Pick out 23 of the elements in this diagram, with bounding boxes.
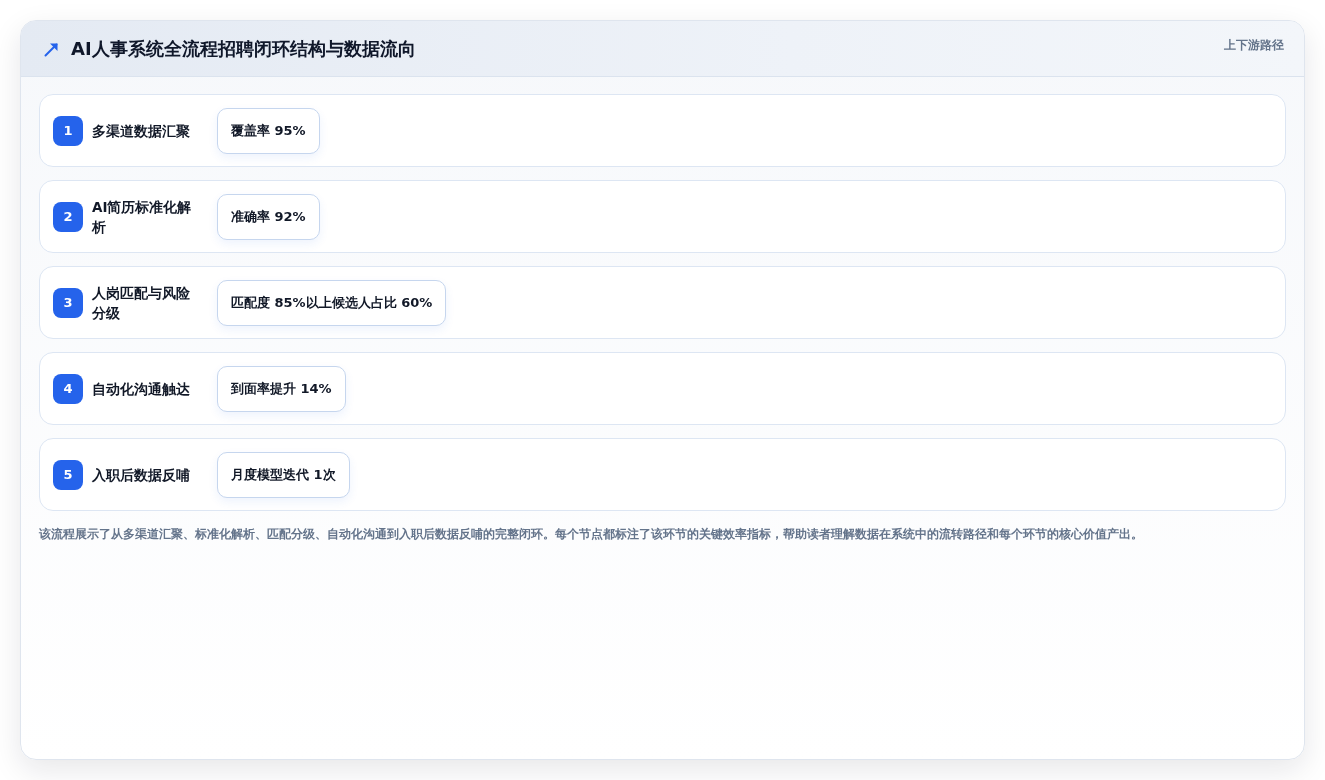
step-row xyxy=(39,438,1286,511)
metric-chip: 匹配度 85%以上候选人占比 60% xyxy=(217,279,447,326)
step-name: 自动化沟通触达 xyxy=(92,379,191,399)
metric-chip: 准确率 92% xyxy=(217,193,320,240)
metric-chip: 覆盖率 95% xyxy=(217,107,320,154)
step-number-badge: 3 xyxy=(53,287,83,318)
step-row xyxy=(39,266,1286,339)
step-row xyxy=(39,94,1286,167)
step-name: 人岗匹配与风险分级 xyxy=(92,283,191,323)
step-row xyxy=(39,352,1286,425)
step-number-badge: 2 xyxy=(53,201,83,232)
step-name: 入职后数据反哺 xyxy=(92,465,191,485)
header-note: 上下游路径 xyxy=(1224,37,1284,54)
step-name: 多渠道数据汇聚 xyxy=(92,121,191,141)
metric-chip: 到面率提升 14% xyxy=(217,365,346,412)
step-number-badge: 4 xyxy=(53,373,83,404)
title: AI人事系统全流程招聘闭环结构与数据流向 xyxy=(71,37,416,61)
step-number-badge: 5 xyxy=(53,459,83,490)
caption: 该流程展示了从多渠道汇聚、标准化解析、匹配分级、自动化沟通到入职后数据反哺的完整闭环。每个节点都标注了该环节的关键效率指标，帮助读者理解数据在系统中的流转路径和每个环节的核心价值产出。 xyxy=(39,526,1143,543)
step-name: AI简历标准化解析 xyxy=(92,197,192,237)
step-row xyxy=(39,180,1286,253)
step-number-badge: 1 xyxy=(53,115,83,146)
metric-chip: 月度模型迭代 1次 xyxy=(217,451,350,498)
